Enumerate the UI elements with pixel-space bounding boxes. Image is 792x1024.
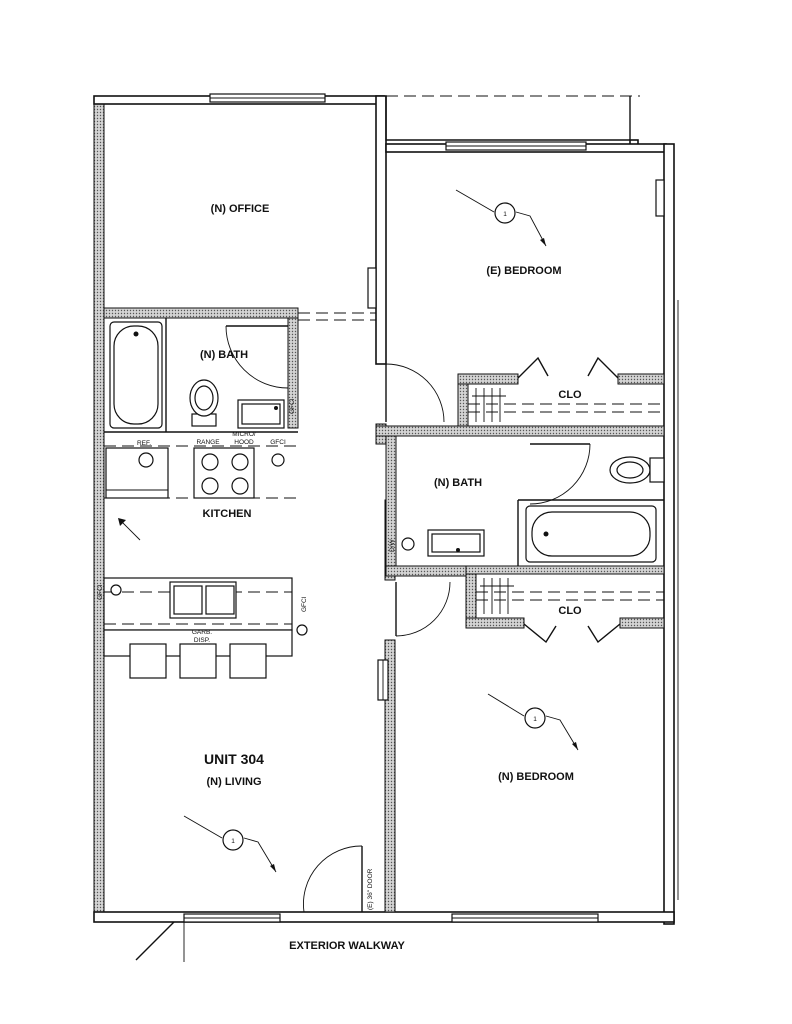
disp-label: DISP. (194, 637, 210, 644)
micro-label: MICRO/ (232, 431, 256, 438)
door-label: (E) 36" DOOR (367, 868, 374, 910)
view-tag-bedroom-n: 1 (487, 693, 579, 751)
view-tag-number: 1 (231, 838, 235, 845)
view-tag-number: 1 (533, 716, 537, 723)
closet-shelving (468, 388, 664, 614)
garb-label: GARB. (192, 629, 212, 636)
fixture-labels: REF. RANGE MICRO/ HOOD GFCI GFCI GFCI GA… (97, 431, 374, 910)
room-label-closet-1: CLO (558, 389, 582, 401)
exterior-walkway-label: EXTERIOR WALKWAY (289, 940, 405, 952)
kitchen-fixtures (103, 445, 308, 679)
unit-number: UNIT 304 (204, 751, 264, 767)
room-label-living: (N) LIVING (207, 776, 262, 788)
gfci-label-kitchen: GFCI (270, 439, 286, 446)
windows (183, 93, 665, 923)
room-label-kitchen: KITCHEN (203, 508, 252, 520)
view-tag-bedroom-e: 1 (455, 189, 547, 247)
bath-1-fixtures: GFCI (109, 321, 296, 429)
room-label-bedroom-e: (E) BEDROOM (486, 265, 561, 277)
gfci-label-bath: GFCI (289, 398, 296, 414)
view-arrow-kitchen (118, 518, 141, 541)
bath-2-fixtures: D/W (389, 456, 665, 563)
view-tag-living: 1 (183, 815, 277, 873)
view-tag-number: 1 (503, 211, 507, 218)
room-label-closet-2: CLO (558, 605, 582, 617)
interior-walls (103, 307, 665, 629)
room-label-bedroom-n: (N) BEDROOM (498, 771, 574, 783)
range-label: RANGE (196, 439, 220, 446)
room-label-office: (N) OFFICE (211, 203, 270, 215)
gfci-label-island-left: GFCI (97, 584, 104, 600)
room-label-bath-1: (N) BATH (200, 349, 248, 361)
hood-label: HOOD (234, 439, 254, 446)
room-labels: (N) OFFICE (E) BEDROOM (N) BATH CLO (N) … (200, 203, 582, 952)
gfci-label-island-right: GFCI (301, 596, 308, 612)
ref-label: REF. (137, 440, 151, 447)
room-label-bath-2: (N) BATH (434, 477, 482, 489)
dw-label: D/W (389, 539, 396, 553)
doors (135, 325, 621, 962)
